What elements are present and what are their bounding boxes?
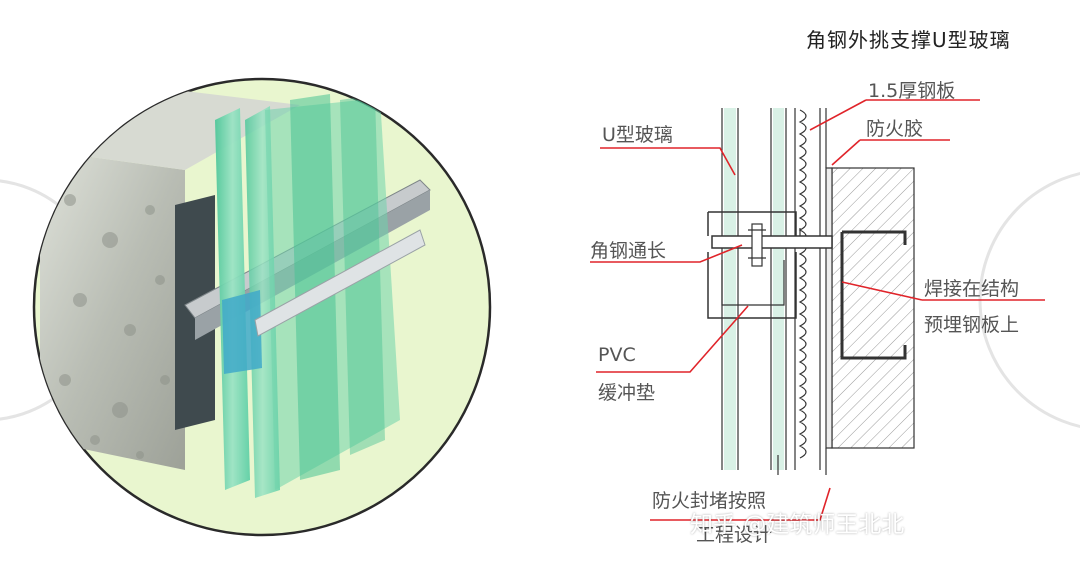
concrete-slab-front bbox=[40, 150, 185, 470]
leader-lines bbox=[590, 99, 1045, 521]
label-weld-line2: 预埋钢板上 bbox=[924, 314, 1020, 336]
label-fire-seal-line2: 工程设计 bbox=[696, 524, 773, 546]
concrete-structure bbox=[831, 167, 915, 449]
bolt bbox=[751, 223, 763, 267]
label-fire-glue: 防火胶 bbox=[866, 118, 924, 140]
angle-steel-section bbox=[711, 235, 833, 249]
label-pvc-line2: 缓冲垫 bbox=[598, 382, 656, 404]
watermark: 知乎 @建筑师王北北 bbox=[690, 512, 905, 538]
label-steel-plate: 1.5厚钢板 bbox=[868, 80, 956, 102]
3d-illustration bbox=[32, 77, 492, 537]
label-fire-seal-line1: 防火封堵按照 bbox=[652, 490, 767, 512]
label-u-glass: U型玻璃 bbox=[602, 124, 673, 146]
label-pvc-line1: PVC bbox=[598, 344, 636, 366]
fire-insulation bbox=[798, 109, 807, 459]
embedded-steel-plate bbox=[840, 230, 907, 360]
concrete-slab-top bbox=[40, 88, 300, 170]
section-drawing bbox=[707, 108, 915, 475]
u-channel-3d bbox=[222, 290, 262, 374]
label-angle-steel: 角钢通长 bbox=[590, 240, 667, 262]
label-weld-line1: 焊接在结构 bbox=[924, 278, 1020, 300]
diagram-title: 角钢外挑支撑U型玻璃 bbox=[806, 28, 1011, 52]
